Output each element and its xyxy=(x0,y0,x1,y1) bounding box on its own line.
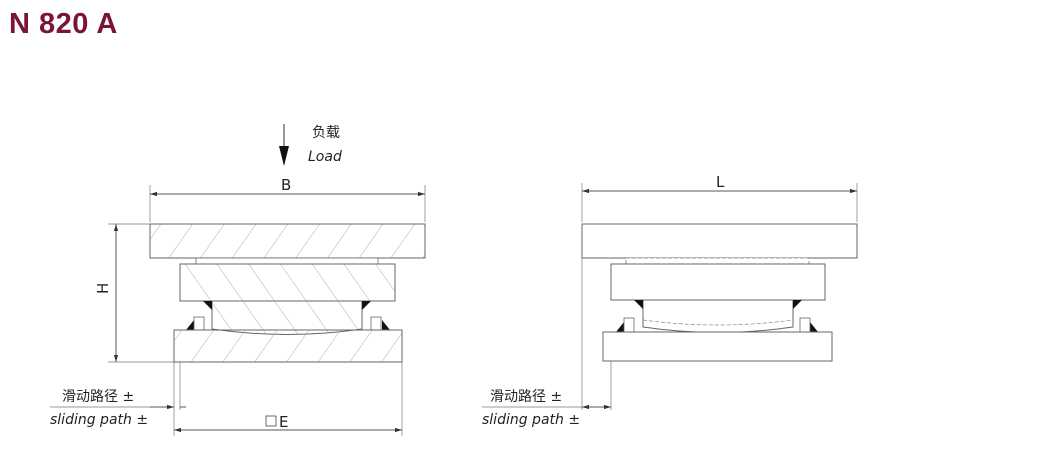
load-label-en: Load xyxy=(308,149,342,165)
sliding-path-cn-right: 滑动路径 ± xyxy=(490,388,562,405)
top-sliding-plate-side xyxy=(581,223,858,259)
sliding-sheet xyxy=(195,257,379,265)
side-view: L 滑动路径 ± sliding path ± xyxy=(482,173,858,428)
sliding-path-en-right: sliding path ± xyxy=(482,412,580,428)
dim-e-label: E xyxy=(279,413,288,431)
front-section-view: 负载 Load B H 滑动路径 ± xyxy=(50,124,426,436)
bottom-pot-side xyxy=(602,331,833,362)
bottom-pot xyxy=(173,329,403,363)
piston-block xyxy=(179,263,396,302)
dim-b-label: B xyxy=(281,176,291,194)
dim-l-label: L xyxy=(716,173,725,191)
page-title: N 820 A xyxy=(9,8,118,40)
piston-block-side xyxy=(610,263,826,301)
load-arrow-icon xyxy=(279,124,289,166)
piston-curve xyxy=(211,300,363,335)
sliding-path-en-left: sliding path ± xyxy=(50,412,148,428)
sliding-path-cn-left: 滑动路径 ± xyxy=(62,388,134,405)
square-symbol-icon xyxy=(265,415,277,427)
dim-h-label: H xyxy=(94,283,112,294)
top-sliding-plate xyxy=(149,223,426,259)
load-label-cn: 负载 xyxy=(312,125,340,141)
